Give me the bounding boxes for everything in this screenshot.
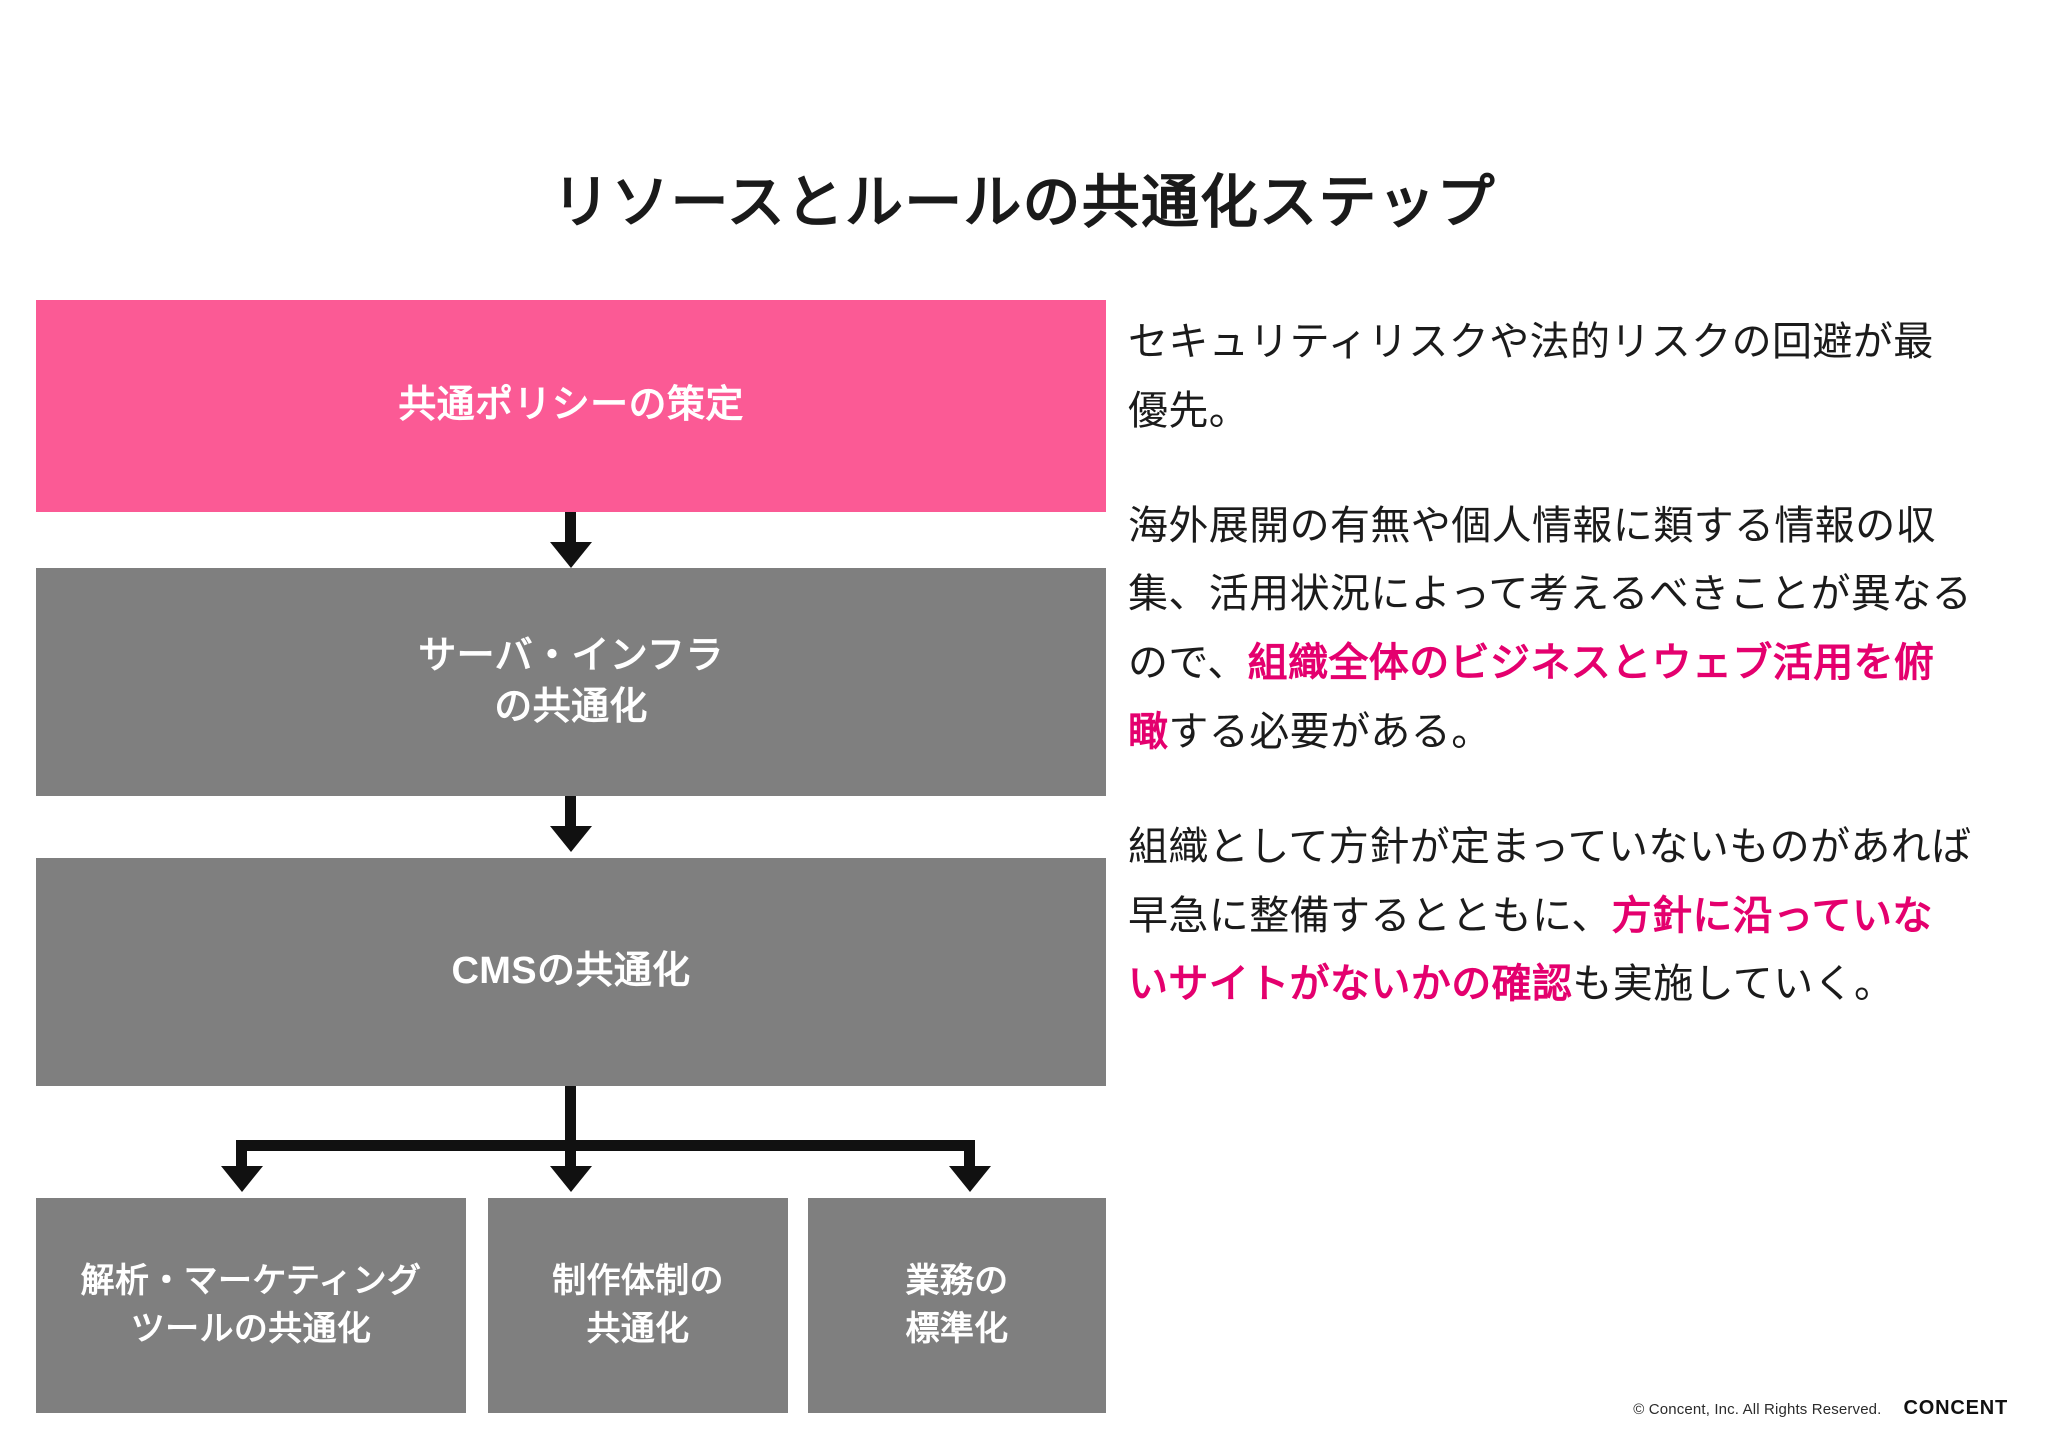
body-text-run: 海外展開の有無や個人情報に類する情報の収集、活用状況によって考えるべきことが異な…	[1128, 503, 1972, 686]
branch-line-production	[565, 1140, 576, 1170]
copyright-text: © Concent, Inc. All Rights Reserved.	[1633, 1401, 1882, 1418]
body-paragraph-p1: セキュリティリスクや法的リスクの回避が最優先。	[1128, 308, 1973, 446]
flow-node-server-infra-label: サーバ・インフラ の共通化	[418, 634, 724, 728]
branch-line-analytics	[236, 1140, 247, 1170]
body-text-run: 組織として方針が定まっていないものがあれば早急に整備するとともに、	[1128, 824, 1972, 938]
branch-line-operations	[964, 1140, 975, 1170]
branch-arrow-production-head	[550, 1166, 592, 1192]
highlighted-text: 方針に沿っていないサイトがないかの確認	[1128, 893, 1933, 1007]
flow-node-policy-label: 共通ポリシーの策定	[398, 384, 744, 427]
concent-logo: CONCENT	[1903, 1397, 2008, 1419]
arrow-server-to-cms-head	[550, 826, 592, 852]
branch-arrow-analytics-head	[221, 1166, 263, 1192]
flow-node-policy[interactable]: 共通ポリシーの策定	[36, 300, 1106, 512]
body-text-run: する必要がある。	[1168, 709, 1492, 754]
branch-arrow-operations-head	[949, 1166, 991, 1192]
flow-node-server-infra[interactable]: サーバ・インフラ の共通化	[36, 568, 1106, 796]
body-paragraph-p2: 海外展開の有無や個人情報に類する情報の収集、活用状況によって考えるべきことが異な…	[1128, 492, 1973, 767]
body-paragraph-p3: 組織として方針が定まっていないものがあれば早急に整備するとともに、方針に沿ってい…	[1128, 813, 1973, 1019]
flow-node-production-system[interactable]: 制作体制の 共通化	[488, 1198, 788, 1413]
flow-node-operations-standardization[interactable]: 業務の 標準化	[808, 1198, 1106, 1413]
body-text-column: セキュリティリスクや法的リスクの回避が最優先。海外展開の有無や個人情報に類する情…	[1128, 308, 1973, 1019]
branch-stem	[565, 1086, 576, 1146]
flow-node-cms[interactable]: CMSの共通化	[36, 858, 1106, 1086]
page-title: リソースとルールの共通化ステップ	[552, 169, 1496, 235]
flow-node-analytics-tools[interactable]: 解析・マーケティング ツールの共通化	[36, 1198, 466, 1413]
flow-node-cms-label: CMSの共通化	[451, 950, 691, 993]
highlighted-text: 組織全体のビジネスとウェブ活用を俯瞰	[1128, 641, 1935, 754]
branch-horizontal-bar	[236, 1140, 975, 1151]
slide-footer: © Concent, Inc. All Rights Reserved. CON…	[1633, 1397, 2008, 1420]
arrow-server-to-cms-line	[565, 796, 576, 830]
arrow-policy-to-server-line	[565, 512, 576, 546]
arrow-policy-to-server-head	[550, 542, 592, 568]
flow-diagram: 共通ポリシーの策定 サーバ・インフラ の共通化 CMSの共通化 解析・マーケティ…	[36, 300, 1106, 1413]
body-text-run: セキュリティリスクや法的リスクの回避が最優先。	[1128, 320, 1934, 433]
flow-node-operations-standardization-label: 業務の 標準化	[905, 1261, 1009, 1348]
flow-node-analytics-tools-label: 解析・マーケティング ツールの共通化	[80, 1261, 422, 1348]
body-text-run: も実施していく。	[1572, 962, 1895, 1007]
flow-node-production-system-label: 制作体制の 共通化	[552, 1261, 724, 1348]
